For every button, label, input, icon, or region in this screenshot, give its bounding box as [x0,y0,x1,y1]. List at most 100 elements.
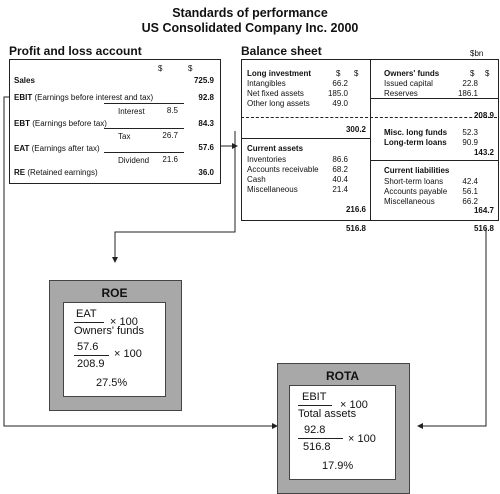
roe-denominator-value: 208.9 [77,358,105,370]
pl-heading: Profit and loss account [9,44,142,58]
roe-multiplier: × 100 [110,316,138,328]
of-item-value: 186.1 [457,89,478,98]
cl-item-value: 42.4 [462,177,478,186]
roe-denominator-label: Owners' funds [74,325,144,337]
pl-sales-value: 725.9 [193,76,214,85]
current-liabilities-heading: Current liabilities [384,166,450,175]
of-item-label: Reserves [384,89,418,98]
li-item-value: 185.0 [327,89,348,98]
pl-interest-rule [104,103,184,104]
of-item-value: 22.8 [462,79,478,88]
of-total: 208.9 [473,111,494,120]
cl-total: 164.7 [473,206,494,215]
ca-item-label: Cash [247,175,266,184]
pl-col1-header: $ [158,64,163,73]
rota-multiplier-2: × 100 [348,433,376,445]
rota-denominator-label: Total assets [298,408,357,420]
ca-item-value: 21.4 [332,185,348,194]
pl-ebt-label: EBT (Earnings before tax) [14,119,107,128]
dashed-divider [241,117,497,118]
pl-sales-label: Sales [14,76,35,85]
cl-item-label: Miscellaneous [384,197,435,206]
pl-re-label: RE (Retained earnings) [14,168,98,177]
ca-item-value: 68.2 [332,165,348,174]
li-item-value: 66.2 [332,79,348,88]
pl-tax-value: 26.7 [162,131,178,140]
pl-col2-header: $ [188,64,193,73]
page-title: Standards of performance [172,6,328,20]
roe-title: ROE [101,286,128,300]
ca-item-label: Miscellaneous [247,185,298,194]
pl-eat-value: 57.6 [198,143,214,152]
li-item-label: Intangibles [247,79,286,88]
li-col2-header: $ [354,69,359,78]
bs-right-separator-2 [370,160,498,161]
pl-re-value: 36.0 [198,168,214,177]
of-col2-header: $ [485,69,490,78]
long-investment-heading: Long investment [247,69,312,78]
long-term-total: 143.2 [473,148,494,157]
cl-item-label: Accounts payable [384,187,448,196]
cl-item-value: 56.1 [462,187,478,196]
ca-item-value: 40.4 [332,175,348,184]
li-item-label: Other long assets [247,99,310,108]
total-assets-to-rota-arrow [417,228,487,429]
roe-formula-panel [63,302,166,397]
roe-numerator-value: 57.6 [77,341,99,353]
ca-item-label: Inventories [247,155,287,164]
owners-funds-heading: Owners' funds [384,69,440,78]
rota-numerator-label: EBIT [302,391,327,403]
pl-interest-label: Interest [118,107,145,116]
li-total: 300.2 [345,125,366,134]
owners-to-roe-arrow [112,131,236,263]
ca-item-value: 86.6 [332,155,348,164]
rota-denominator-value: 516.8 [303,441,331,453]
pl-ebt-value: 84.3 [198,119,214,128]
pl-ebit-value: 92.8 [198,93,214,102]
bs-total-assets: 516.8 [345,224,366,233]
current-assets-heading: Current assets [247,144,304,153]
long-term-loans-label: Long-term loans [384,138,447,147]
ca-item-label: Accounts receivable [247,165,319,174]
roe-fraction-bar [74,322,104,323]
ebit-to-rota-arrow [3,96,278,429]
li-item-value: 49.0 [332,99,348,108]
rota-fraction-bar-2 [298,438,343,439]
page-subtitle: US Consolidated Company Inc. 2000 [141,21,359,35]
rota-formula-panel [289,385,396,480]
roe-numerator-label: EAT [76,308,97,320]
pl-ebit-label: EBIT (Earnings before interest and tax) [14,93,154,102]
rota-result: 17.9% [322,460,354,472]
bs-left-separator [241,138,371,139]
misc-long-funds-label: Misc. long funds [384,128,448,137]
ca-total: 216.6 [345,205,366,214]
bs-heading: Balance sheet [241,44,322,58]
roe-fraction-bar-2 [74,355,109,356]
pl-eat-label: EAT (Earnings after tax) [14,144,100,153]
li-col1-header: $ [336,69,341,78]
pl-tax-label: Tax [118,132,131,141]
bs-unit: $bn [470,49,484,58]
li-item-label: Net fixed assets [247,89,304,98]
of-col1-header: $ [470,69,475,78]
bs-right-separator-1 [370,98,498,99]
long-term-loans-value: 90.9 [462,138,478,147]
pl-dividend-rule [104,152,184,153]
pl-dividend-label: Dividend [118,156,150,165]
cl-item-label: Short-term loans [384,177,444,186]
rota-numerator-value: 92.8 [304,424,326,436]
pl-interest-value: 8.5 [166,106,178,115]
rota-title: ROTA [325,369,360,383]
pl-box [9,59,221,184]
misc-long-funds-value: 52.3 [462,128,478,137]
roe-result: 27.5% [96,377,128,389]
pl-dividend-value: 21.6 [162,155,178,164]
of-item-label: Issued capital [384,79,433,88]
roe-multiplier-2: × 100 [114,348,142,360]
bs-total-liabilities: 516.8 [473,224,494,233]
cl-item-value: 66.2 [462,197,478,206]
bs-divider [370,59,371,220]
pl-tax-rule [104,128,184,129]
rota-multiplier: × 100 [340,399,368,411]
